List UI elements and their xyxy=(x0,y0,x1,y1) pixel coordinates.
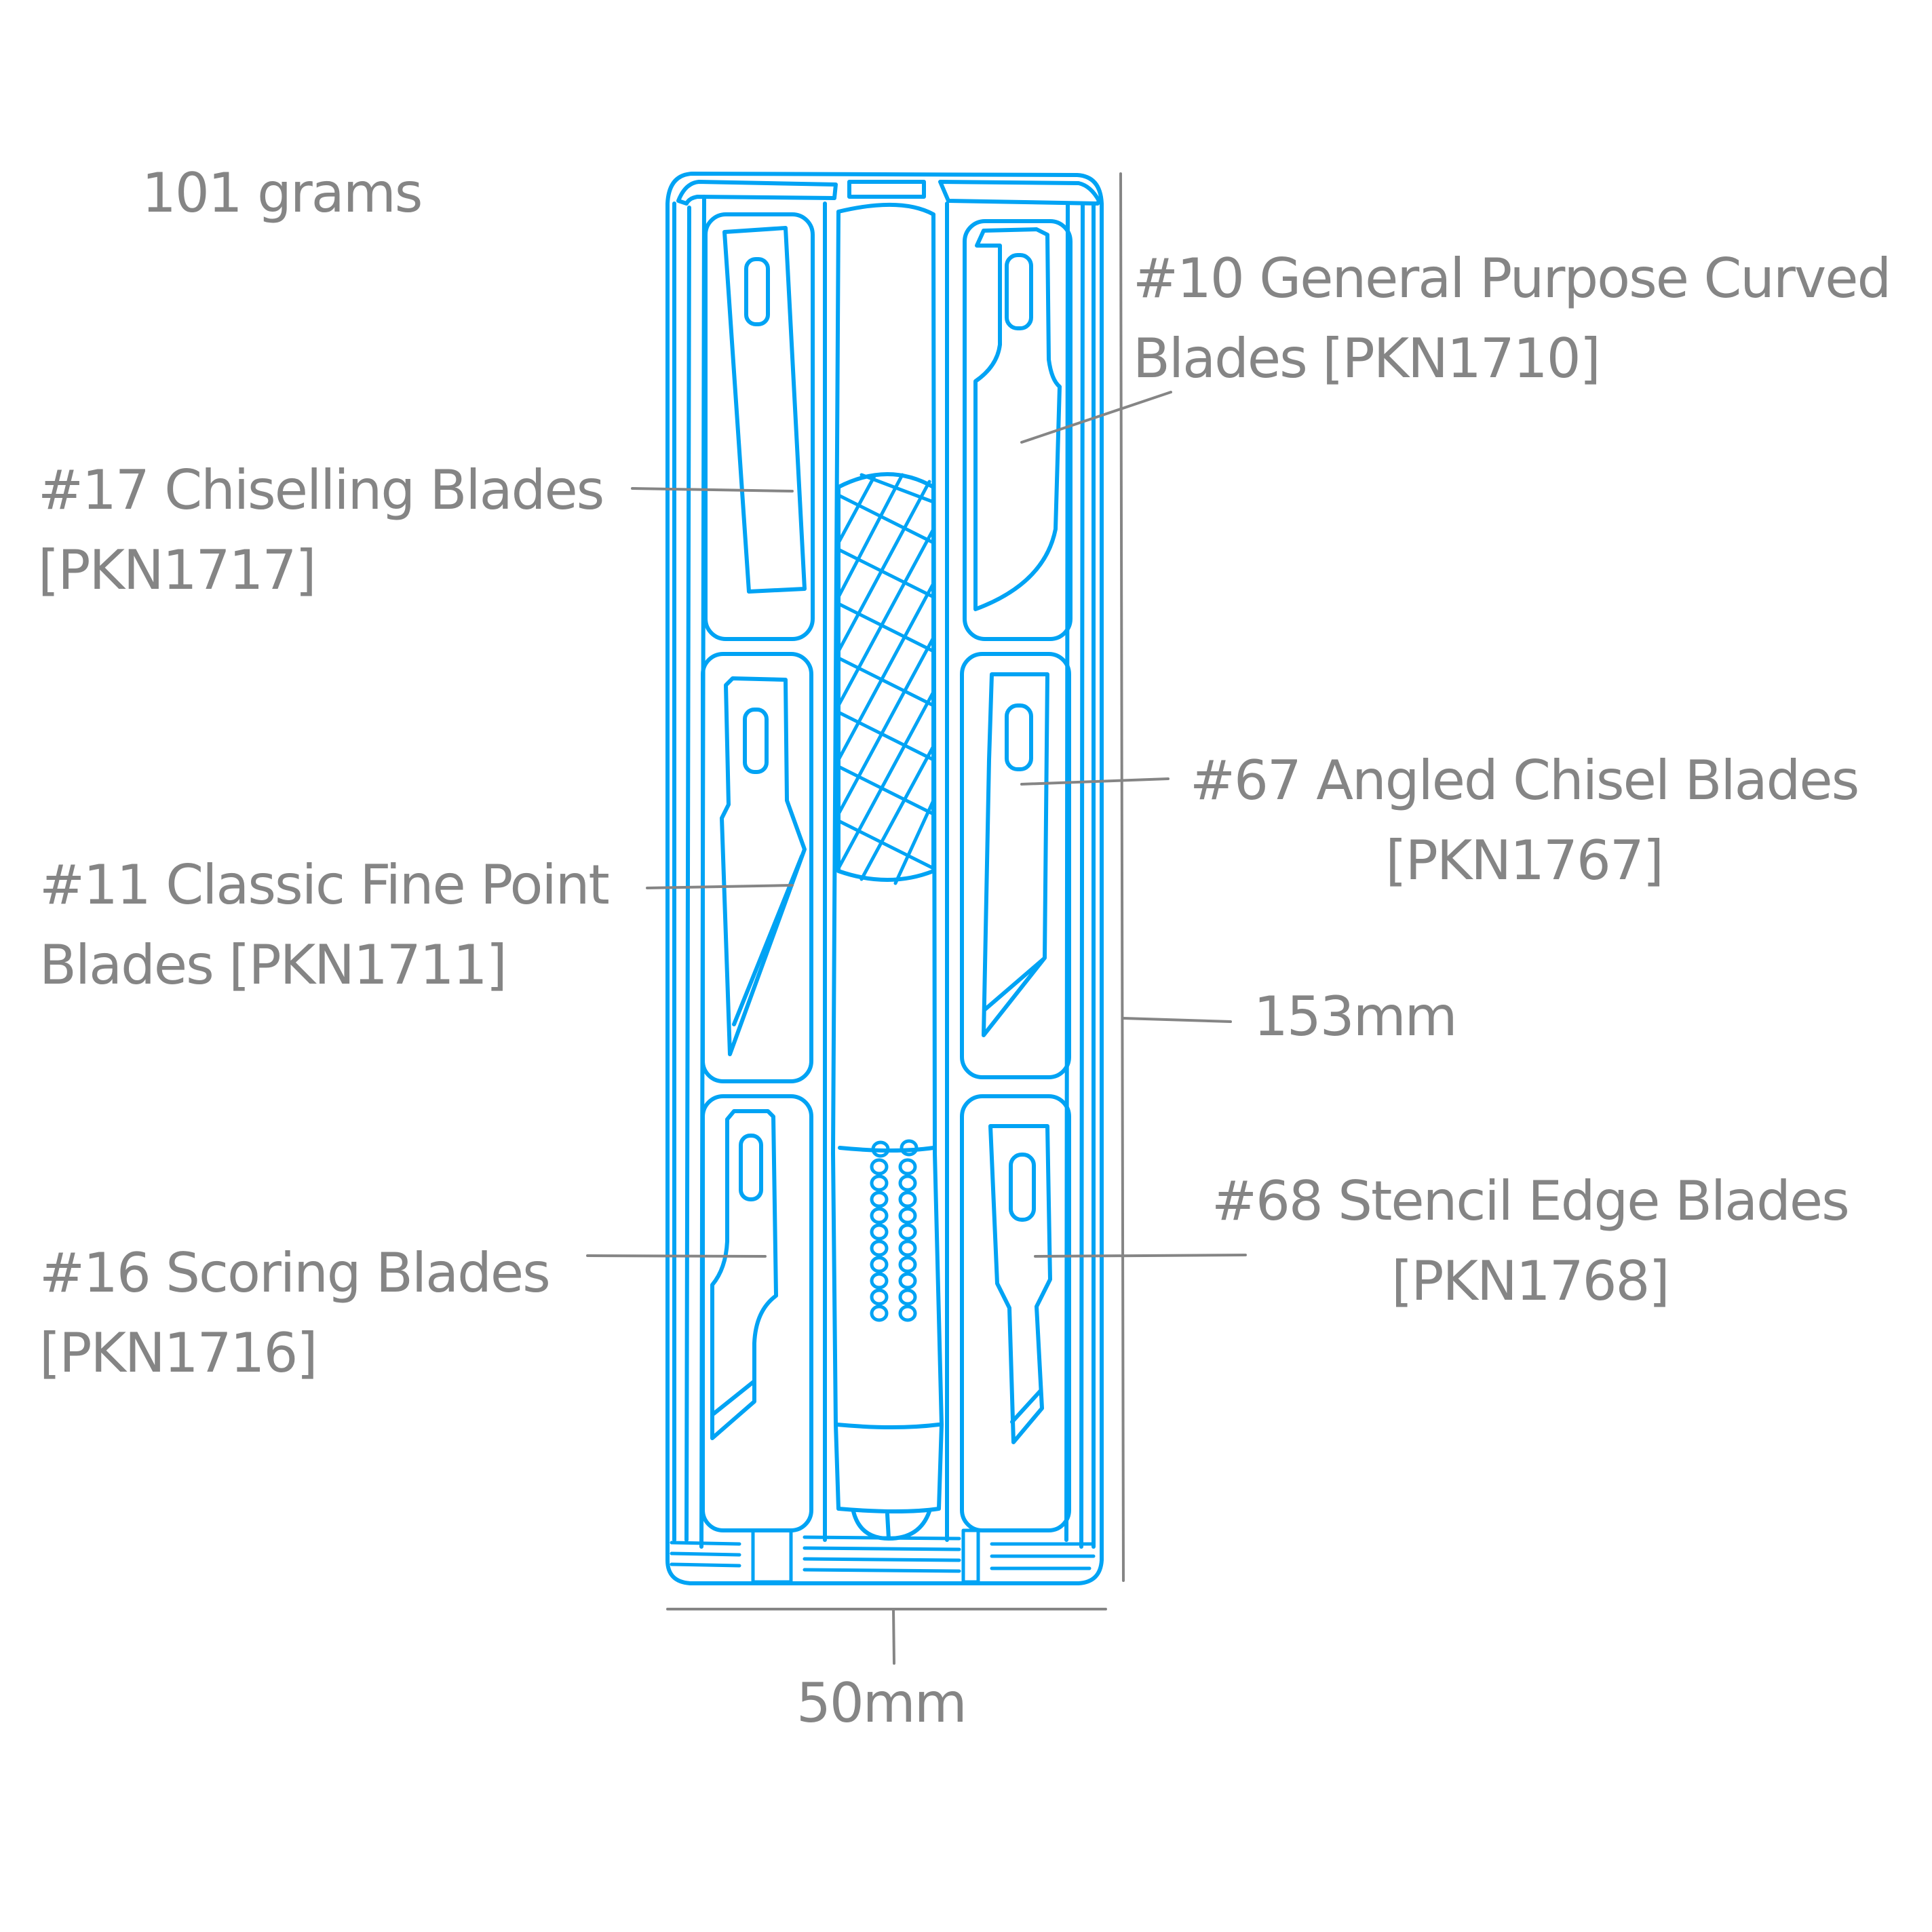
callout-17: #17 Chiselling Blades [PKN1717] xyxy=(38,450,604,611)
knife-handle xyxy=(831,202,944,1513)
pocket-68 xyxy=(960,1094,1071,1532)
callout-67-title: #67 Angled Chisel Blades xyxy=(1190,749,1859,812)
blade-16 xyxy=(710,1109,778,1440)
callout-16-title: #16 Scoring Blades xyxy=(39,1241,551,1305)
callout-67: #67 Angled Chisel Blades [PKN1767] xyxy=(1190,741,1859,901)
height-dimension-line xyxy=(1119,172,1125,1582)
callout-67-code: [PKN1767] xyxy=(1385,829,1664,892)
blade-67 xyxy=(982,672,1049,1037)
tray-outline xyxy=(665,172,1104,1585)
height-label: 153mm xyxy=(1254,985,1458,1048)
blade-68 xyxy=(988,1124,1052,1444)
pocket-16 xyxy=(701,1094,813,1532)
leader-11 xyxy=(646,884,794,889)
callout-11-code: Blades [PKN1711] xyxy=(39,933,507,997)
pocket-10 xyxy=(963,219,1073,641)
leader-68 xyxy=(1034,1254,1247,1258)
callout-11-title: #11 Classic Fine Point xyxy=(39,853,610,916)
leader-17 xyxy=(631,487,794,492)
callout-10-title: #10 General Purpose Curved xyxy=(1133,247,1891,310)
callout-68-code: [PKN1768] xyxy=(1391,1250,1670,1313)
callout-68-title: #68 Stencil Edge Blades xyxy=(1212,1170,1850,1233)
callout-11: #11 Classic Fine Point Blades [PKN1711] xyxy=(39,845,610,1005)
callout-17-code: [PKN1717] xyxy=(38,539,317,602)
callout-10: #10 General Purpose Curved Blades [PKN17… xyxy=(1133,239,1891,399)
blade-10 xyxy=(973,227,1062,611)
pocket-67 xyxy=(960,652,1071,1079)
leader-10 xyxy=(1020,391,1172,444)
callout-16-code: [PKN1716] xyxy=(39,1321,318,1385)
callout-16: #16 Scoring Blades [PKN1716] xyxy=(39,1233,551,1393)
grip-dots xyxy=(870,1139,919,1322)
leader-67 xyxy=(1020,777,1170,786)
callout-10-code: Blades [PKN1710] xyxy=(1133,327,1601,390)
width-label: 50mm xyxy=(796,1672,967,1735)
blade-17 xyxy=(722,226,807,594)
callout-17-title: #17 Chiselling Blades xyxy=(38,459,604,522)
pocket-11 xyxy=(701,652,813,1083)
blade-11 xyxy=(720,676,807,1056)
pocket-17 xyxy=(703,212,815,641)
weight-label: 101 grams xyxy=(142,161,423,225)
callout-68: #68 Stencil Edge Blades [PKN1768] xyxy=(1212,1161,1850,1321)
